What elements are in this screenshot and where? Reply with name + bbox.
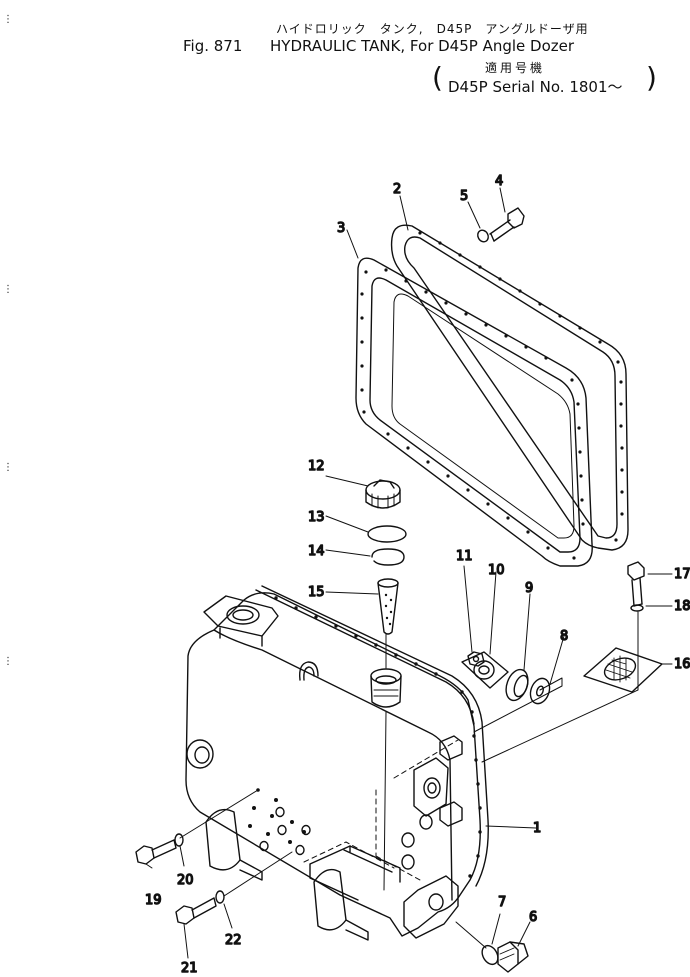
- figure-title: HYDRAULIC TANK, For D45P Angle Dozer: [270, 37, 575, 55]
- part-8-gasket: [529, 677, 551, 705]
- binding-mark: ⋮: [3, 284, 13, 295]
- callout-10: 10: [488, 563, 505, 578]
- part-7-o-ring: [481, 944, 499, 966]
- part-12-filler-cap: [365, 479, 401, 509]
- part-22-washer: [215, 890, 225, 904]
- title-japanese: ハイドロリック タンク, D45P アングルドーザ用: [276, 22, 589, 36]
- callout-3: 3: [337, 221, 345, 236]
- callout-22: 22: [225, 933, 242, 948]
- callout-8: 8: [560, 629, 568, 644]
- callout-6: 6: [529, 910, 537, 925]
- part-16-cover-plate: [583, 647, 663, 693]
- callout-19: 19: [145, 893, 162, 908]
- part-13-o-ring: [367, 525, 407, 543]
- part-21-bolt: [175, 897, 217, 925]
- callout-16: 16: [674, 657, 690, 672]
- callout-9: 9: [525, 581, 533, 596]
- binding-mark: ⋮: [3, 462, 13, 473]
- callout-5: 5: [460, 189, 468, 204]
- part-1-hydraulic-tank: [185, 585, 489, 941]
- part-14-snap-ring: [371, 548, 405, 566]
- serial-number-range: D45P Serial No. 1801～: [448, 78, 623, 96]
- part-17-bolt: [627, 561, 645, 607]
- callout-18: 18: [674, 599, 690, 614]
- binding-mark: ⋮: [3, 14, 13, 25]
- callout-17: 17: [674, 567, 690, 582]
- callout-11: 11: [456, 549, 473, 564]
- part-11-nut: [467, 651, 485, 667]
- part-6-drain-plug: [497, 941, 529, 973]
- callout-2: 2: [393, 182, 401, 197]
- binding-mark: ⋮: [3, 656, 13, 667]
- callout-21: 21: [181, 961, 198, 976]
- callout-1: 1: [533, 821, 541, 836]
- serial-open-bracket: (: [432, 61, 443, 94]
- part-20-washer: [174, 833, 184, 847]
- callout-15: 15: [308, 585, 325, 600]
- part-18-washer: [630, 604, 644, 612]
- part-19-bolt: [135, 839, 177, 865]
- callout-12: 12: [308, 459, 325, 474]
- part-9-packing: [505, 668, 529, 702]
- part-3-gasket-frame: [355, 257, 593, 567]
- part-15-strainer: [377, 578, 399, 635]
- serial-applicability-japanese: 適用号機: [485, 61, 546, 75]
- part-4-bolt: [489, 207, 525, 242]
- callout-4: 4: [495, 174, 503, 189]
- callout-20: 20: [177, 873, 194, 888]
- part-10-gauge-plate: [461, 651, 509, 689]
- callout-14: 14: [308, 544, 325, 559]
- assembly-lines: [179, 611, 639, 949]
- callout-7: 7: [498, 895, 506, 910]
- part-5-washer: [477, 229, 489, 243]
- serial-close-bracket: ): [646, 61, 657, 94]
- callout-leaders: [145, 187, 673, 959]
- figure-number: Fig. 871: [183, 37, 243, 55]
- part-2-cover-frame: [390, 224, 629, 551]
- callout-13: 13: [308, 510, 325, 525]
